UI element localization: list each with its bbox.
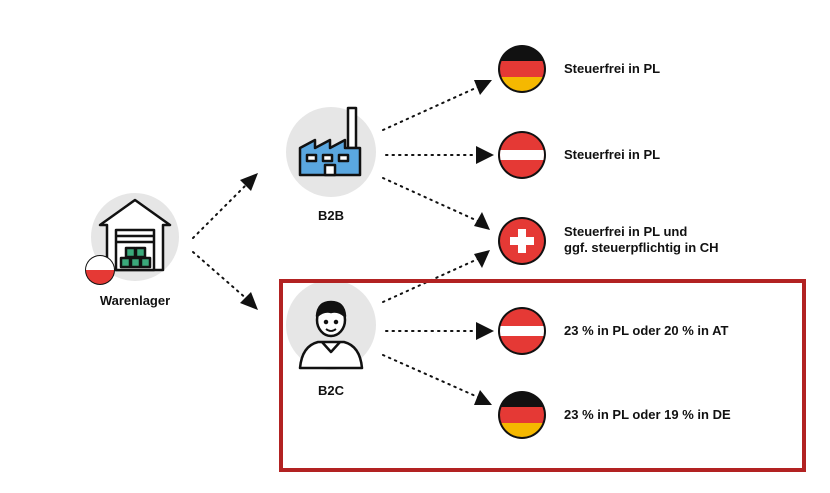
warehouse-label: Warenlager [99, 293, 171, 308]
arrowhead-b2b-at [476, 146, 494, 164]
arrowhead-b2b-ch [474, 212, 490, 230]
b2b-label: B2B [317, 208, 344, 223]
germany-flag-icon [498, 391, 546, 439]
outcome-label-3-line-1: Steuerfrei in PL und [564, 224, 688, 239]
outcome-label-3-line-2: ggf. steuerpflichtig in CH [564, 240, 719, 255]
b2b-node [286, 106, 376, 197]
arrowhead-b2c [240, 292, 258, 310]
outcome-label-4: 23 % in PL oder 20 % in AT [564, 323, 729, 338]
austria-flag-icon [498, 307, 546, 355]
connector-b2b-de [382, 85, 481, 131]
warehouse-node [85, 193, 179, 285]
outcome-label-2: Steuerfrei in PL [564, 147, 661, 162]
germany-flag-icon [498, 45, 546, 93]
arrowhead-b2c-at [476, 322, 494, 340]
austria-flag-icon [498, 131, 546, 179]
outcome-label-1: Steuerfrei in PL [564, 61, 661, 76]
b2c-node [286, 280, 376, 370]
connector-b2b-ch [382, 177, 481, 223]
factory-icon [298, 106, 362, 177]
arrowhead-b2c-de [474, 390, 492, 405]
connector-warehouse-b2b [192, 182, 249, 239]
b2c-highlight-box [279, 279, 806, 472]
arrowheads [240, 80, 494, 405]
poland-flag-icon [85, 255, 115, 285]
arrowhead-b2c-ch [474, 250, 490, 268]
person-icon [298, 300, 364, 370]
connector-warehouse-b2c [192, 251, 249, 301]
arrowhead-b2b [240, 173, 258, 191]
b2c-label: B2C [317, 383, 344, 398]
connector-b2c-de [382, 354, 481, 399]
switzerland-flag-icon [498, 217, 546, 265]
outcome-label-5: 23 % in PL oder 19 % in DE [564, 407, 731, 422]
warehouse-icon [98, 198, 172, 272]
arrowhead-b2b-de [474, 80, 492, 95]
